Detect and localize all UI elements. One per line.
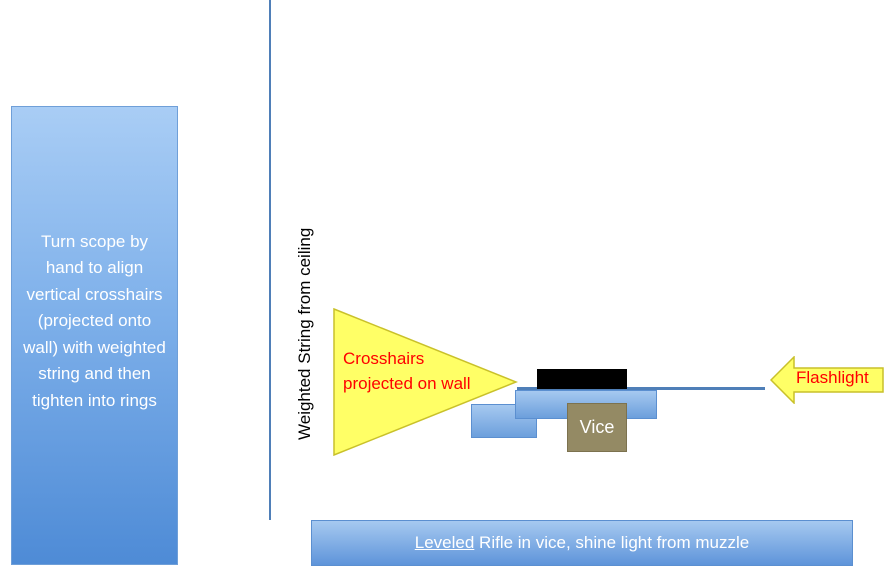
weighted-string-label: Weighted String from ceiling [295,227,314,440]
vice-box: Vice [567,403,627,452]
instruction-text: Turn scope by hand to align vertical cro… [23,231,166,410]
flashlight-label: Flashlight [796,368,869,387]
rifle-barrel [517,387,765,390]
crosshair-projection-triangle [333,308,518,456]
caption-text: Rifle in vice, shine light from muzzle [474,533,750,552]
scope [537,369,627,389]
flashlight-arrow [770,356,884,404]
caption-underlined-word: Leveled [414,533,475,552]
crosshair-label: Crosshairs projected on wall [343,349,471,393]
instruction-box: Turn scope by hand to align vertical cro… [11,106,178,565]
weighted-string-line [269,0,271,520]
caption-bar: Leveled Rifle in vice, shine light from … [311,520,853,566]
vice-label: Vice [579,417,615,437]
